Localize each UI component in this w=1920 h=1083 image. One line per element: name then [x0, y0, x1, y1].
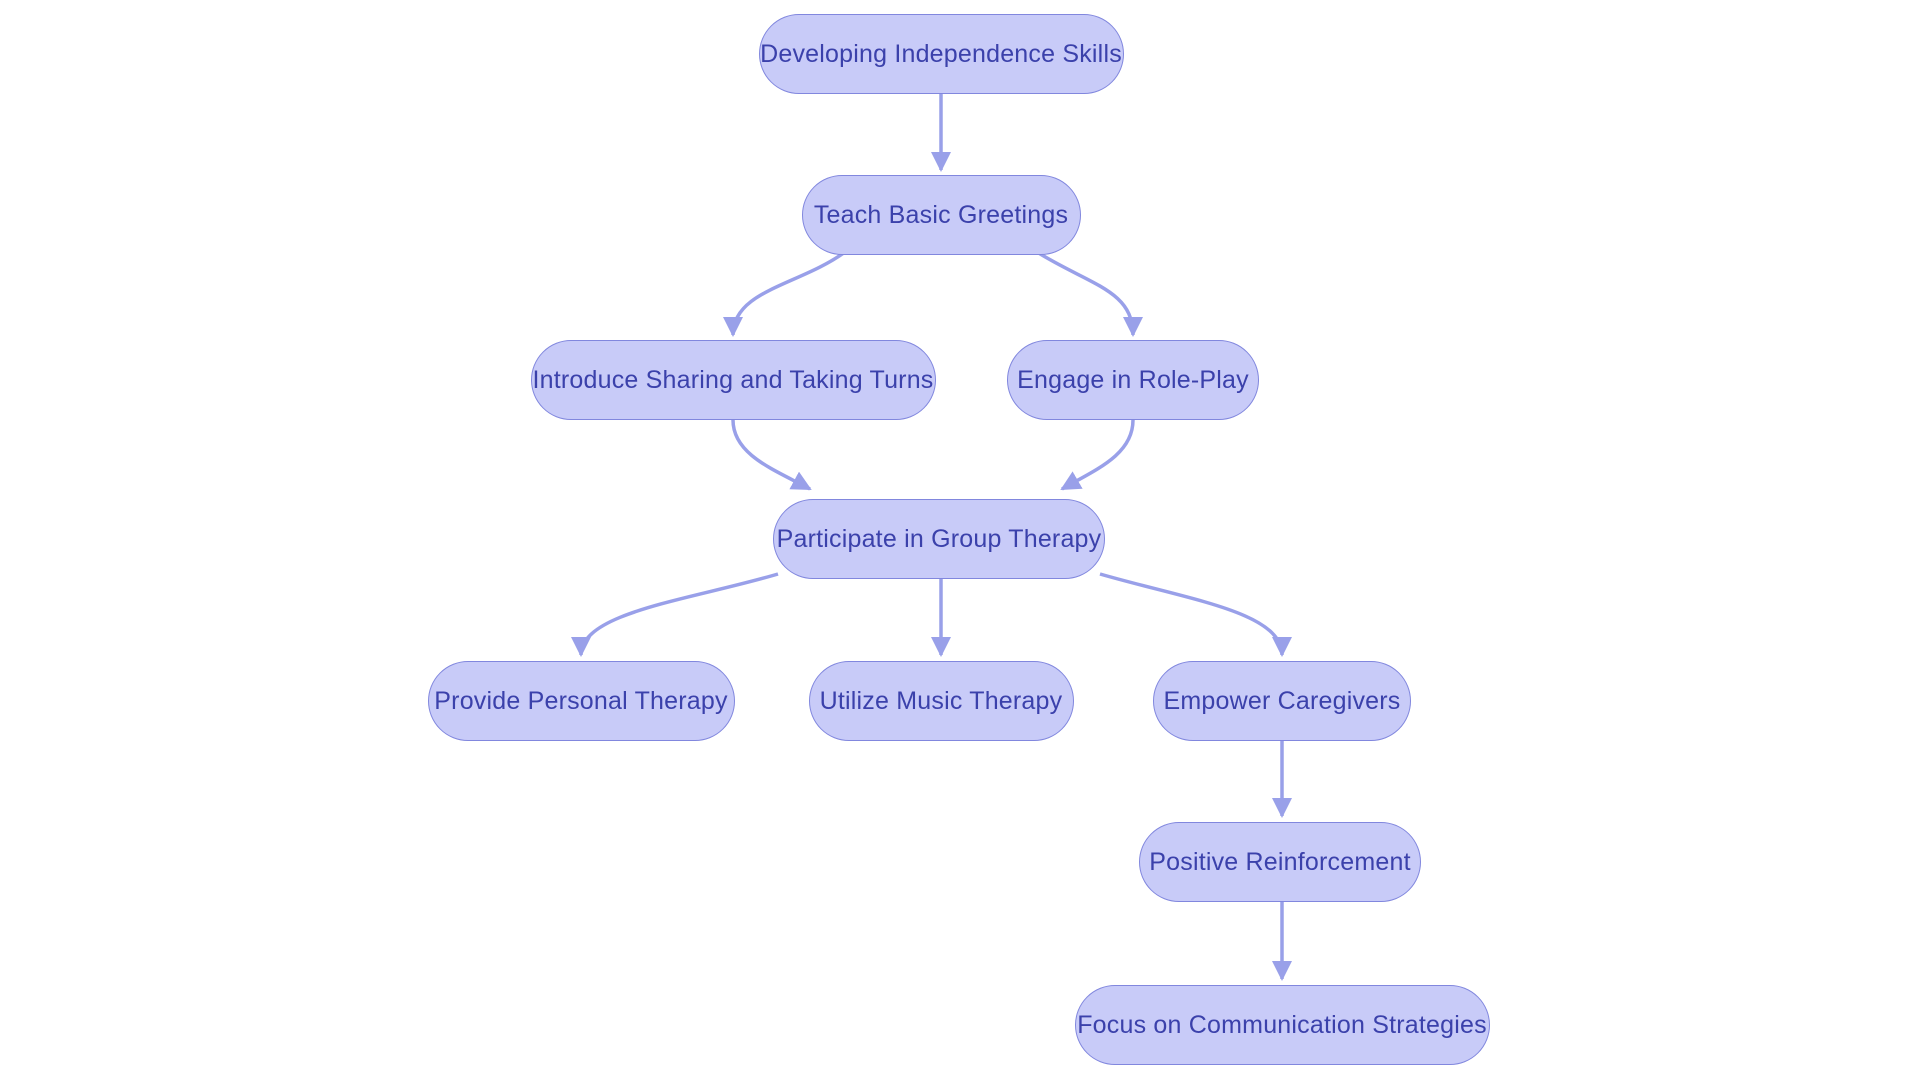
edge-n4-to-n5	[1060, 419, 1135, 491]
flowchart-node-n2: Teach Basic Greetings	[801, 175, 1081, 255]
edge-n3-to-n5	[731, 419, 812, 491]
edge-n5-to-n8	[1099, 572, 1292, 657]
flowchart-node-n6: Provide Personal Therapy	[427, 661, 735, 741]
flowchart-node-n8: Empower Caregivers	[1153, 661, 1411, 741]
flowchart-node-n1: Developing Independence Skills	[758, 14, 1124, 94]
flowchart-node-n5: Participate in Group Therapy	[773, 499, 1105, 579]
edge-n2-to-n4	[1036, 250, 1143, 337]
edge-n2-to-n3	[723, 250, 847, 337]
flowchart-node-n3: Introduce Sharing and Taking Turns	[530, 340, 936, 420]
flowchart-node-n7: Utilize Music Therapy	[808, 661, 1074, 741]
edge-n5-to-n6	[571, 572, 779, 657]
flowchart-node-n4: Engage in Role-Play	[1007, 340, 1259, 420]
flowchart-node-n9: Positive Reinforcement	[1139, 822, 1421, 902]
flowchart-node-n10: Focus on Communication Strategies	[1074, 985, 1490, 1065]
